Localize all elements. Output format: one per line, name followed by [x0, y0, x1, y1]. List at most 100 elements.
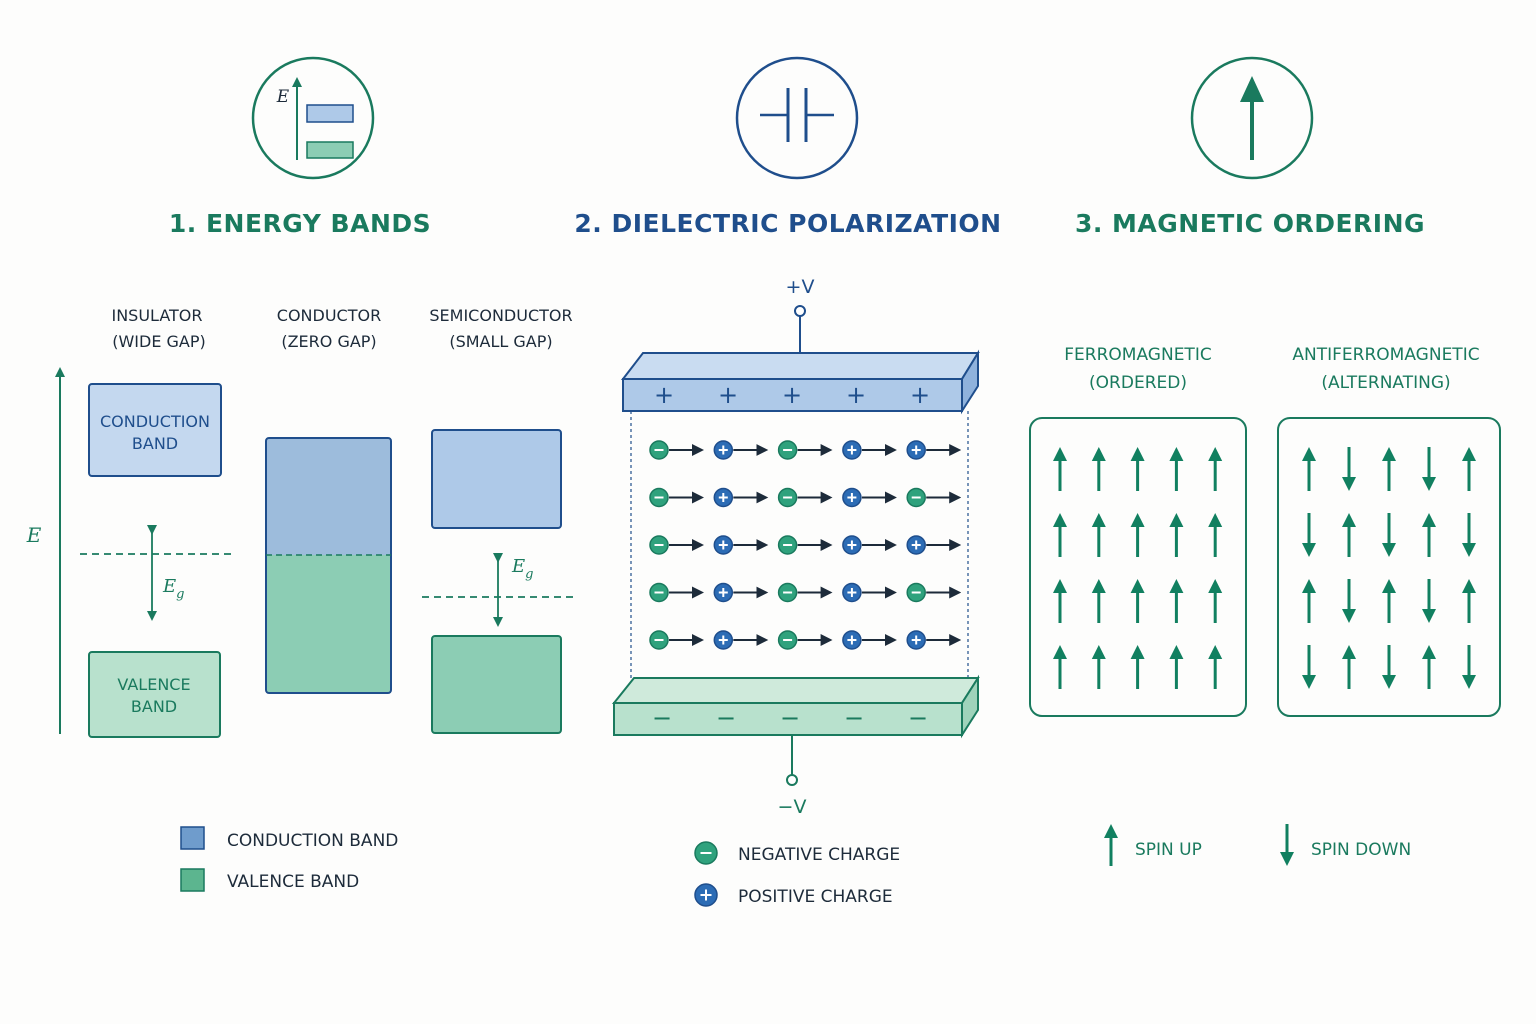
- dielectric-panel: 2. DIELECTRIC POLARIZATION +V +++++ −−−−…: [574, 56, 1001, 907]
- positive-charge: [713, 440, 734, 460]
- negative-charge: [649, 487, 669, 508]
- positive-charge: [713, 582, 734, 603]
- insulator-subheading: (WIDE GAP): [112, 332, 206, 351]
- capacitor-icon: [735, 56, 859, 180]
- spin-up-arrow: [1091, 513, 1106, 557]
- antiferro-subheading: (ALTERNATING): [1321, 373, 1450, 393]
- magnetic-legend: SPIN UP SPIN DOWN: [1104, 824, 1411, 866]
- spin-up-arrow: [1130, 645, 1145, 689]
- spin-up-arrow: [1169, 447, 1184, 491]
- conductor-band-block: [265, 437, 392, 694]
- icon-energy-label: E: [276, 87, 290, 107]
- spin-arrow-icon: [1190, 56, 1314, 180]
- spin-down-arrow: [1342, 447, 1356, 491]
- bottom-terminal-label: −V: [778, 796, 807, 818]
- plate-minus-sign: −: [652, 704, 672, 732]
- semiconductor-conduction-band: [431, 429, 562, 529]
- insulator-conduction-band: [88, 383, 222, 477]
- plate-plus-sign: +: [654, 381, 674, 409]
- positive-charge: [694, 883, 718, 907]
- insulator-valence-label-1: VALENCE: [117, 675, 190, 694]
- legend-valence-label: VALENCE BAND: [227, 872, 359, 892]
- top-terminal-label: +V: [786, 276, 815, 298]
- spin-down-arrow: [1342, 579, 1356, 623]
- spin-up-arrow: [1382, 447, 1396, 491]
- spin-down-arrow: [1462, 513, 1476, 557]
- spin-up-arrow: [1091, 447, 1106, 491]
- plate-plus-sign: +: [910, 381, 930, 409]
- spin-up-arrow: [1422, 513, 1436, 557]
- energy-axis-label: E: [26, 523, 42, 547]
- spin-up-arrow: [1422, 645, 1436, 689]
- spin-down-arrow: [1302, 645, 1316, 689]
- plate-minus-sign: −: [908, 704, 928, 732]
- spin-up-arrow: [1302, 579, 1316, 623]
- spin-up-arrow: [1169, 579, 1184, 623]
- spin-up-arrow: [1053, 645, 1067, 689]
- negative-charge: [649, 535, 669, 555]
- spin-down-arrow: [1422, 579, 1436, 623]
- positive-charge: [842, 487, 862, 508]
- dipole-grid: [649, 440, 962, 650]
- spin-up-arrow: [1342, 513, 1356, 557]
- positive-charge: [713, 487, 734, 508]
- positive-charge: [713, 535, 734, 555]
- energy-bands-title: 1. ENERGY BANDS: [169, 209, 431, 238]
- legend-conduction-label: CONDUCTION BAND: [227, 831, 398, 851]
- conductor-conduction-band: [266, 438, 391, 555]
- spin-up-arrow: [1091, 645, 1106, 689]
- bottom-terminal-node: [786, 774, 798, 786]
- insulator-heading: INSULATOR: [111, 306, 202, 325]
- spin-up-arrow: [1208, 645, 1223, 689]
- positive-charge: [906, 535, 926, 555]
- top-terminal-node: [794, 305, 806, 317]
- spin-up-arrow: [1382, 579, 1396, 623]
- positive-charge: [842, 440, 862, 460]
- spin-down-arrow: [1382, 645, 1396, 689]
- spin-up-arrow: [1053, 579, 1067, 623]
- spin-up-arrow: [1130, 447, 1145, 491]
- antiferro-spin-grid: [1302, 447, 1476, 689]
- plate-plus-sign: +: [718, 381, 738, 409]
- spin-up-arrow: [1091, 579, 1106, 623]
- negative-charge: [777, 440, 798, 460]
- dielectric-title: 2. DIELECTRIC POLARIZATION: [574, 209, 1001, 238]
- spin-up-arrow: [1208, 513, 1223, 557]
- insulator-conduction-label-2: BAND: [132, 434, 178, 453]
- negative-charge: [777, 535, 798, 555]
- spin-up-arrow: [1053, 513, 1067, 557]
- semiconductor-subheading: (SMALL GAP): [449, 332, 552, 351]
- negative-charge: [777, 630, 798, 650]
- spin-up-arrow: [1104, 824, 1118, 866]
- spin-up-arrow: [1462, 447, 1476, 491]
- spin-up-arrow: [1208, 579, 1223, 623]
- magnetic-legend-label: SPIN UP: [1135, 840, 1202, 860]
- antiferro-box: [1277, 417, 1501, 717]
- negative-charge: [906, 487, 926, 508]
- positive-charge: [842, 535, 862, 555]
- legend-valence-swatch: [180, 868, 205, 892]
- negative-charge: [906, 582, 926, 603]
- antiferro-heading: ANTIFERROMAGNETIC: [1292, 345, 1479, 365]
- conductor-subheading: (ZERO GAP): [281, 332, 376, 351]
- negative-charge: [694, 841, 718, 865]
- spin-up-arrow: [1130, 579, 1145, 623]
- plate-minus-sign: −: [716, 704, 736, 732]
- spin-down-arrow: [1462, 645, 1476, 689]
- positive-charge: [842, 630, 862, 650]
- negative-charge: [777, 487, 798, 508]
- ferro-subheading: (ORDERED): [1089, 373, 1187, 393]
- spin-up-arrow: [1302, 447, 1316, 491]
- semiconductor-heading: SEMICONDUCTOR: [429, 306, 572, 325]
- plate-minus-sign: −: [780, 704, 800, 732]
- plate-minus-sign: −: [844, 704, 864, 732]
- plate-plus-sign: +: [846, 381, 866, 409]
- positive-charge: [842, 582, 862, 603]
- magnetic-legend-label: SPIN DOWN: [1311, 840, 1411, 860]
- negative-charge: [649, 440, 669, 460]
- energy-bands-panel: E 1. ENERGY BANDS INSULATOR (WIDE GAP) C…: [26, 56, 574, 892]
- positive-charge: [906, 630, 926, 650]
- magnetic-panel: 3. MAGNETIC ORDERING FERROMAGNETIC (ORDE…: [1029, 56, 1501, 866]
- top-plate-signs: +++++: [654, 381, 930, 409]
